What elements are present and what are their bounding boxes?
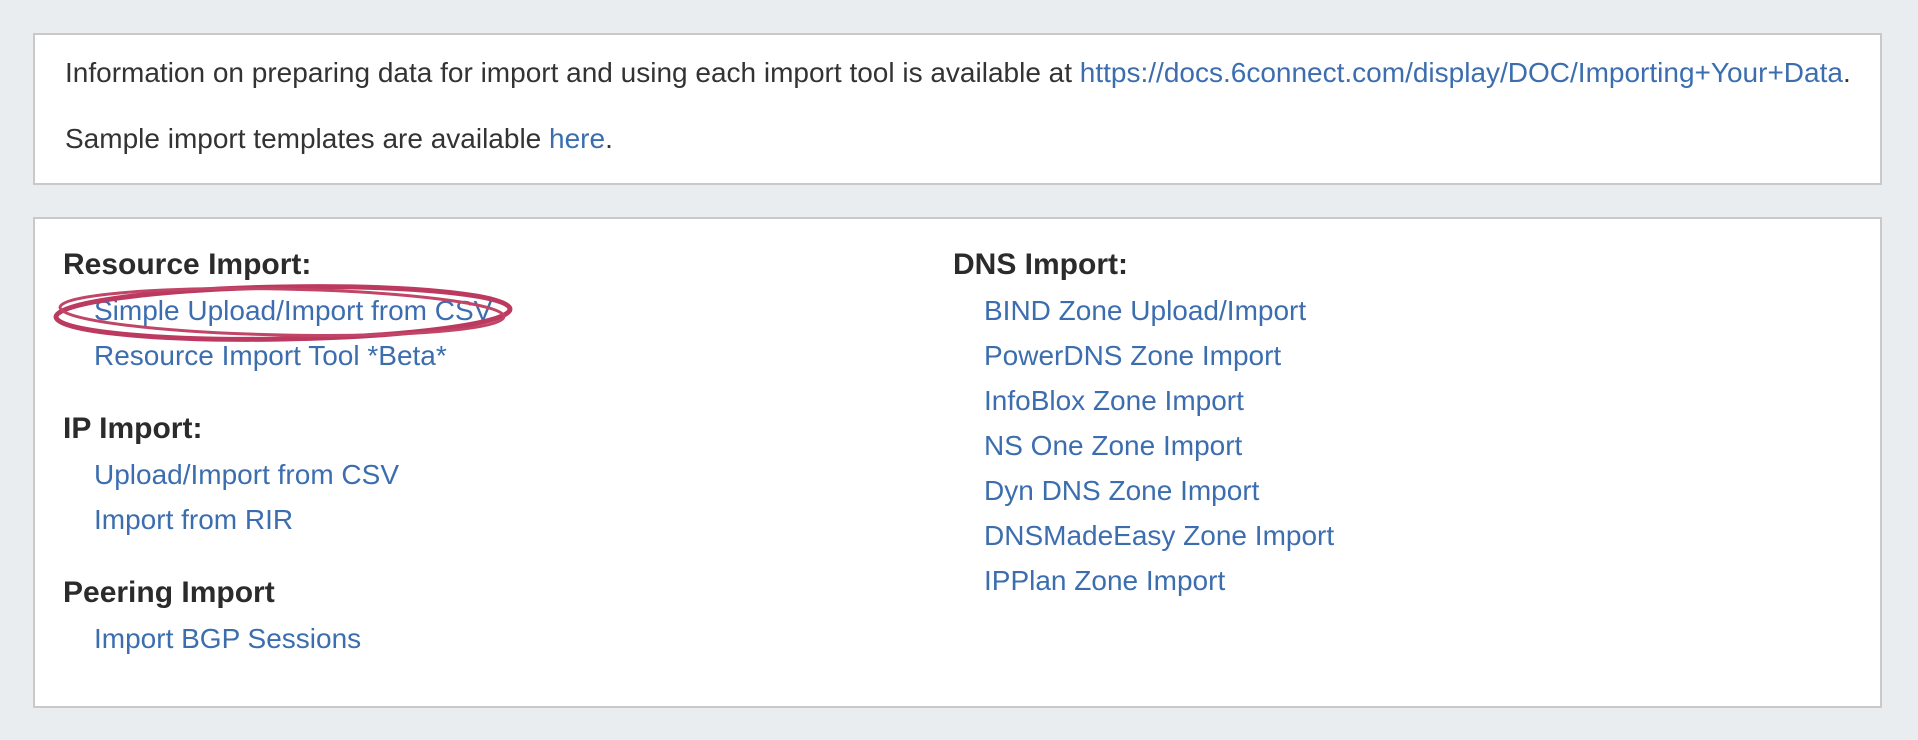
import-from-rir-link[interactable]: Import from RIR: [94, 504, 294, 535]
list-item: Dyn DNS Zone Import: [984, 471, 1334, 516]
nsone-zone-import-link[interactable]: NS One Zone Import: [984, 430, 1243, 461]
infoblox-zone-import-link[interactable]: InfoBlox Zone Import: [984, 385, 1244, 416]
ip-import-heading: IP Import:: [63, 412, 203, 445]
import-column-right: DNS Import: BIND Zone Upload/Import Powe…: [953, 245, 1334, 606]
list-item: NS One Zone Import: [984, 426, 1334, 471]
list-item: InfoBlox Zone Import: [984, 381, 1334, 426]
list-item: DNSMadeEasy Zone Import: [984, 516, 1334, 561]
templates-here-link[interactable]: here: [549, 123, 606, 154]
list-item: Upload/Import from CSV: [94, 455, 492, 500]
ip-upload-import-csv-link[interactable]: Upload/Import from CSV: [94, 459, 399, 490]
resource-import-heading: Resource Import:: [63, 248, 312, 281]
peering-import-heading: Peering Import: [63, 576, 275, 609]
info-line-docs: Information on preparing data for import…: [65, 56, 1851, 90]
info-text-prefix: Information on preparing data for import…: [65, 57, 1080, 88]
templates-text-prefix: Sample import templates are available: [65, 123, 550, 154]
resource-import-tool-beta-link[interactable]: Resource Import Tool *Beta*: [94, 340, 447, 371]
ip-import-links: Upload/Import from CSV Import from RIR: [63, 455, 492, 545]
import-bgp-sessions-link[interactable]: Import BGP Sessions: [94, 623, 362, 654]
ipplan-zone-import-link[interactable]: IPPlan Zone Import: [984, 565, 1226, 596]
list-item: Import from RIR: [94, 500, 492, 545]
dns-import-links: BIND Zone Upload/Import PowerDNS Zone Im…: [953, 291, 1334, 606]
templates-text-suffix: .: [605, 123, 613, 154]
list-item: Simple Upload/Import from CSV: [94, 291, 492, 336]
docs-url-link[interactable]: https://docs.6connect.com/display/DOC/Im…: [1079, 57, 1843, 88]
info-panel: Information on preparing data for import…: [33, 33, 1882, 185]
dns-import-heading: DNS Import:: [953, 248, 1128, 281]
info-line-templates: Sample import templates are available he…: [65, 122, 1850, 156]
import-column-left: Resource Import: Simple Upload/Import fr…: [63, 245, 492, 664]
list-item: IPPlan Zone Import: [984, 561, 1334, 606]
list-item: BIND Zone Upload/Import: [984, 291, 1334, 336]
list-item: Import BGP Sessions: [94, 619, 492, 664]
dnsmadeeasy-zone-import-link[interactable]: DNSMadeEasy Zone Import: [984, 520, 1335, 551]
import-tools-panel: Resource Import: Simple Upload/Import fr…: [33, 217, 1882, 708]
simple-upload-import-csv-link[interactable]: Simple Upload/Import from CSV: [94, 295, 493, 326]
bind-zone-upload-import-link[interactable]: BIND Zone Upload/Import: [984, 295, 1307, 326]
resource-import-links: Simple Upload/Import from CSV Resource I…: [63, 291, 492, 381]
list-item: Resource Import Tool *Beta*: [94, 336, 492, 381]
peering-import-links: Import BGP Sessions: [63, 619, 492, 664]
list-item: PowerDNS Zone Import: [984, 336, 1334, 381]
powerdns-zone-import-link[interactable]: PowerDNS Zone Import: [984, 340, 1282, 371]
info-text-suffix: .: [1842, 57, 1851, 88]
dyndns-zone-import-link[interactable]: Dyn DNS Zone Import: [984, 475, 1260, 506]
